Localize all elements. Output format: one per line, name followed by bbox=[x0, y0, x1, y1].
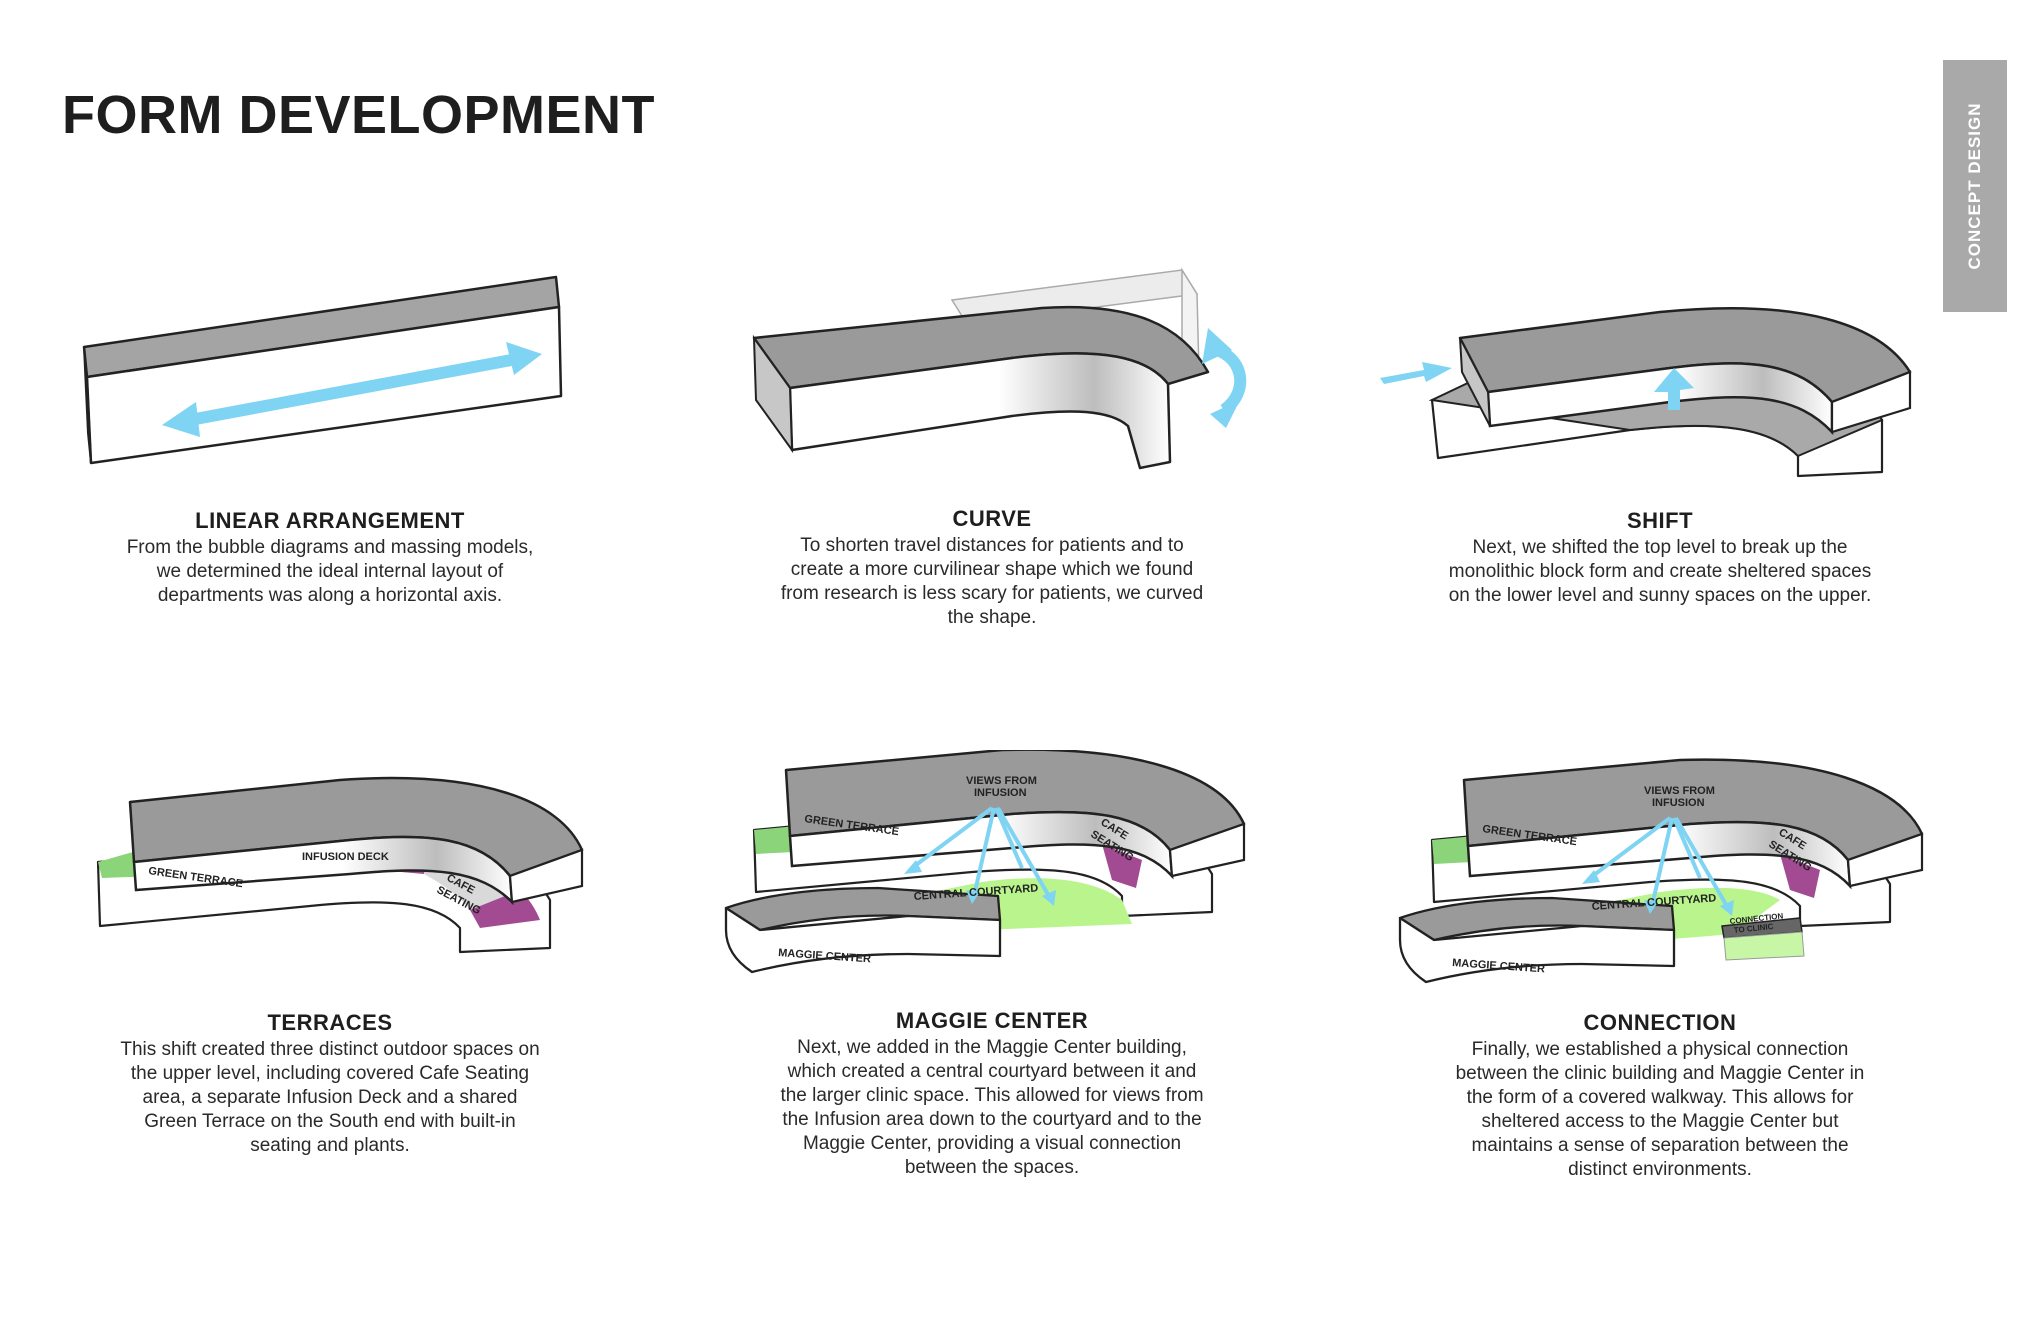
panel-body: Next, we shifted the top level to break … bbox=[1448, 537, 1872, 606]
panel-heading: SHIFT bbox=[1626, 508, 1694, 533]
caption: LINEAR ARRANGEMENT From the bubble diagr… bbox=[50, 508, 610, 608]
panel-heading: CONNECTION bbox=[1583, 1010, 1737, 1035]
rotate-arrow-icon bbox=[1202, 328, 1247, 428]
label-infusion: INFUSION bbox=[1652, 797, 1705, 809]
panel-maggie-center: VIEWS FROM INFUSION GREEN TERRACE CAFE S… bbox=[712, 750, 1272, 1190]
panel-heading: LINEAR ARRANGEMENT bbox=[195, 508, 465, 533]
upper-level bbox=[1458, 306, 1912, 436]
shift-arrow-right-icon bbox=[1380, 362, 1452, 384]
shift-arrow-up-icon bbox=[1654, 368, 1694, 410]
panel-terraces: GREEN TERRACE INFUSION DECK CAFE SEATING… bbox=[50, 750, 610, 1190]
caption: TERRACES This shift created three distin… bbox=[50, 1010, 610, 1158]
caption: MAGGIE CENTER Next, we added in the Magg… bbox=[712, 1008, 1272, 1180]
caption: CONNECTION Finally, we established a phy… bbox=[1380, 1010, 1940, 1182]
maggie-center-building bbox=[724, 886, 1002, 974]
double-arrow-icon bbox=[162, 342, 542, 437]
curve-block-diagram bbox=[752, 267, 1247, 470]
side-tab-label: CONCEPT DESIGN bbox=[1965, 102, 1984, 270]
label-views-from: VIEWS FROM bbox=[1644, 785, 1715, 797]
panel-heading: CURVE bbox=[952, 506, 1032, 531]
block-end bbox=[83, 346, 92, 464]
upper-level bbox=[128, 776, 584, 906]
panel-body: Next, we added in the Maggie Center buil… bbox=[780, 1037, 1204, 1178]
label-views-from: VIEWS FROM bbox=[966, 775, 1037, 787]
curve-front bbox=[788, 352, 1172, 470]
view-arrows-icon bbox=[1582, 816, 1734, 916]
cafe-zone bbox=[1102, 844, 1142, 888]
view-arrows-icon bbox=[904, 806, 1056, 906]
shift-block-diagram bbox=[1380, 306, 1912, 478]
linear-block-diagram bbox=[82, 275, 563, 465]
maggie-center-building bbox=[1398, 896, 1676, 984]
label-infusion-deck: INFUSION DECK bbox=[302, 851, 389, 863]
panel-connection: VIEWS FROM INFUSION GREEN TERRACE CAFE S… bbox=[1380, 750, 1940, 1190]
label-to-clinic: TO CLINIC bbox=[1733, 922, 1774, 935]
curve-end bbox=[752, 334, 794, 454]
panel-body: This shift created three distinct outdoo… bbox=[120, 1039, 540, 1156]
panel-shift: SHIFT Next, we shifted the top level to … bbox=[1380, 250, 1940, 650]
terraces-diagram: GREEN TERRACE INFUSION DECK CAFE SEATING bbox=[96, 776, 584, 954]
panel-curve: CURVE To shorten travel distances for pa… bbox=[712, 250, 1272, 650]
panel-body: To shorten travel distances for patients… bbox=[780, 535, 1204, 628]
maggie-center-diagram: VIEWS FROM INFUSION GREEN TERRACE CAFE S… bbox=[724, 750, 1246, 974]
panel-body: Finally, we established a physical conne… bbox=[1455, 1039, 1865, 1180]
label-infusion: INFUSION bbox=[974, 787, 1027, 799]
panel-body: From the bubble diagrams and massing mod… bbox=[126, 537, 534, 606]
caption: SHIFT Next, we shifted the top level to … bbox=[1380, 508, 1940, 608]
caption: CURVE To shorten travel distances for pa… bbox=[712, 506, 1272, 630]
page-title: FORM DEVELOPMENT bbox=[62, 85, 656, 145]
panel-heading: TERRACES bbox=[267, 1010, 393, 1035]
connection-diagram: VIEWS FROM INFUSION GREEN TERRACE CAFE S… bbox=[1398, 758, 1924, 984]
panel-heading: MAGGIE CENTER bbox=[895, 1008, 1089, 1033]
panel-linear-arrangement: LINEAR ARRANGEMENT From the bubble diagr… bbox=[50, 250, 610, 650]
covered-walkway bbox=[1721, 917, 1805, 961]
side-tab[interactable]: CONCEPT DESIGN bbox=[1943, 60, 2007, 312]
cafe-zone bbox=[1780, 854, 1820, 898]
